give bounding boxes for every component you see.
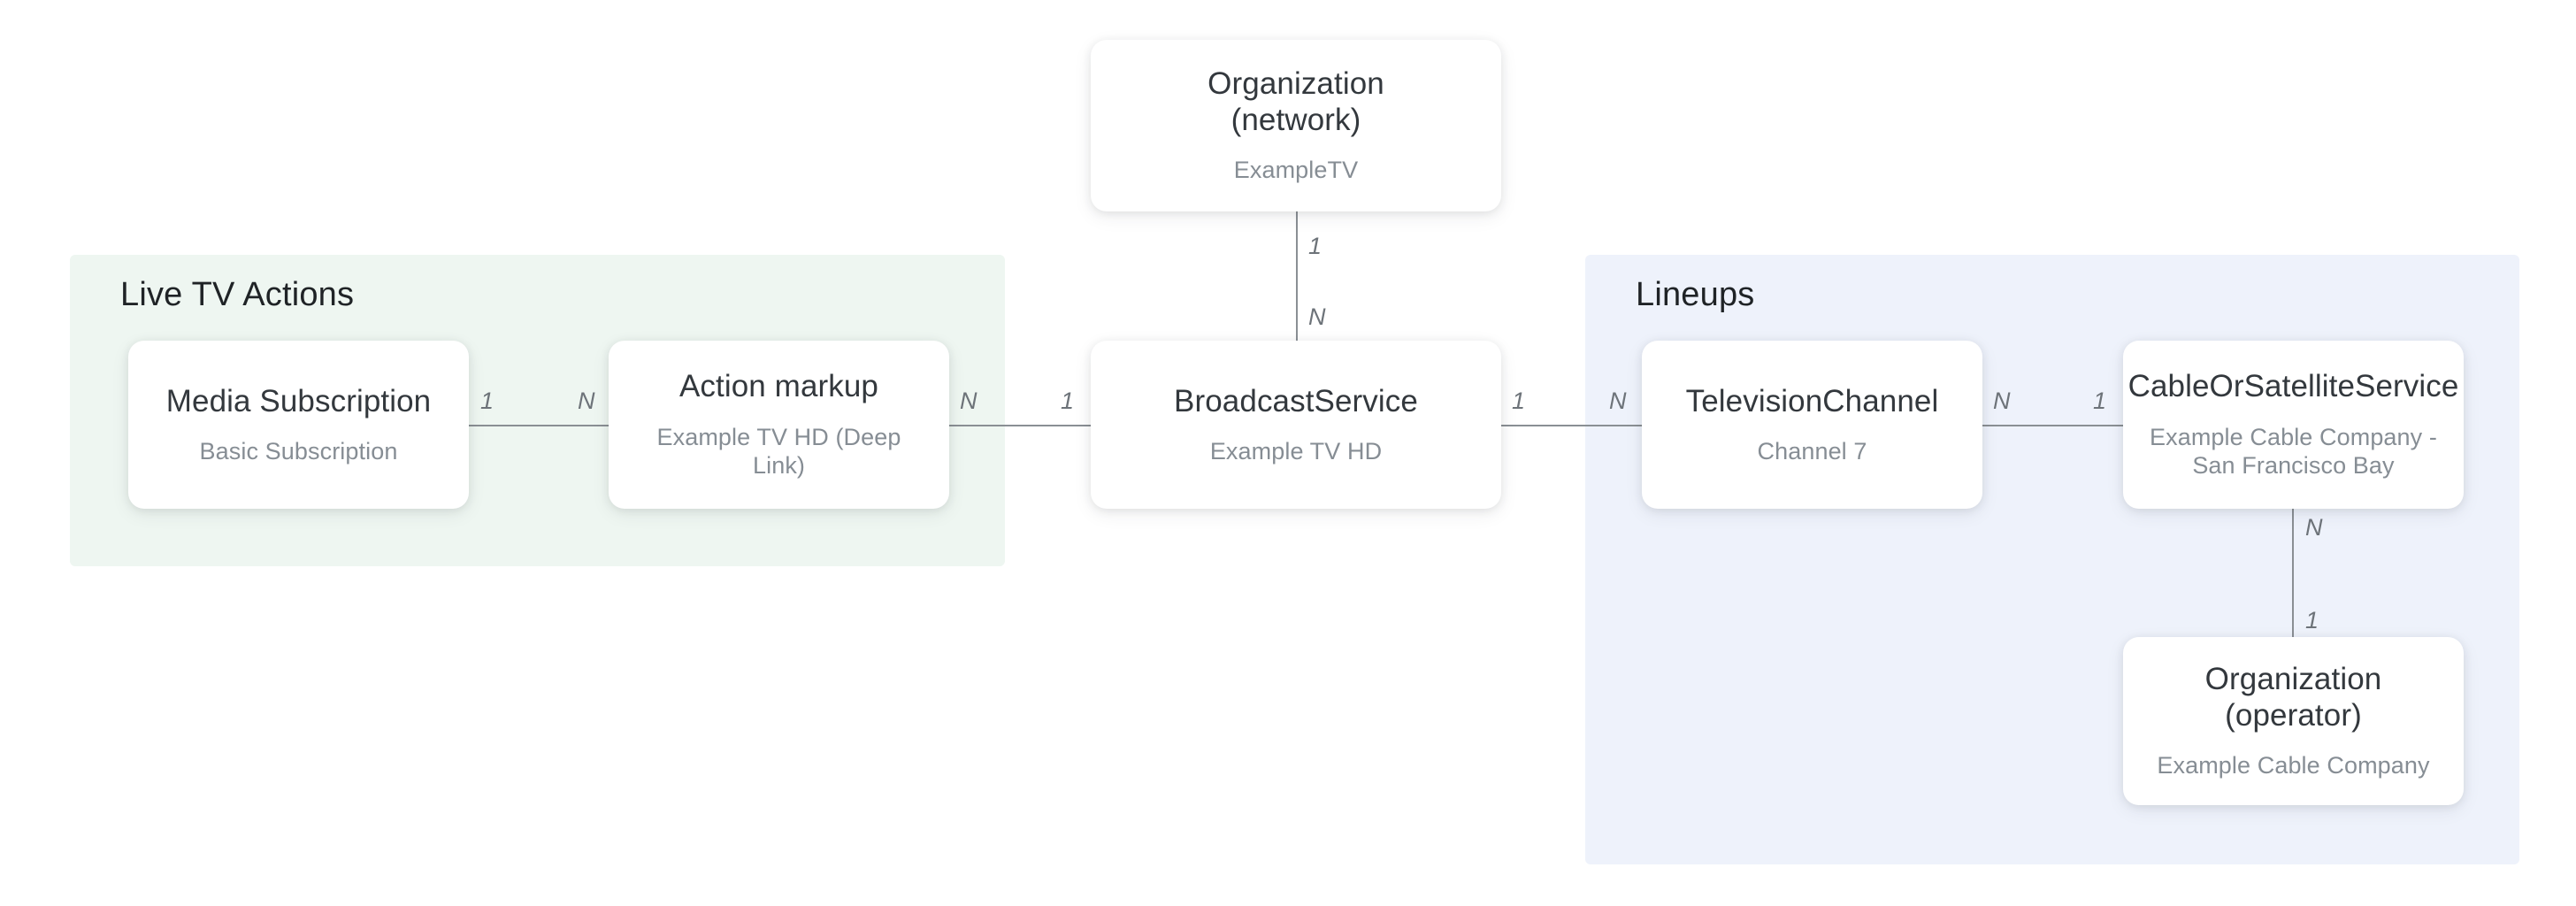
multiplicity-broadcast-service-to-television-channel-to: N [1609,388,1627,414]
node-subtitle-line-2: San Francisco Bay [2192,452,2395,480]
edge-line-television-channel-to-cable-or-satellite-service [1981,425,2125,426]
node-title-line-1: Organization [1208,66,1384,102]
multiplicity-organization-network-to-broadcast-service-to: N [1308,303,1326,330]
group-title-live-tv-actions: Live TV Actions [120,276,355,313]
node-title-organization-operator: Organization (operator) [2204,662,2382,733]
node-card-action-markup[interactable]: Action markup Example TV HD (Deep Link) [609,341,949,509]
multiplicity-action-markup-to-broadcast-service-from: N [960,388,978,414]
node-title-cable-or-satellite-service: CableOrSatelliteService [2128,369,2459,404]
node-card-media-subscription[interactable]: Media Subscription Basic Subscription [128,341,469,509]
multiplicity-broadcast-service-to-television-channel-from: 1 [1512,388,1526,414]
multiplicity-organization-network-to-broadcast-service-from: 1 [1308,233,1322,259]
group-title-lineups: Lineups [1636,276,1755,313]
multiplicity-media-subscription-to-action-markup-from: 1 [480,388,494,414]
node-subtitle-action-markup: Example TV HD (Deep Link) [656,423,901,480]
multiplicity-television-channel-to-cable-or-satellite-service-from: N [1993,388,2011,414]
node-title-television-channel: TelevisionChannel [1685,383,1939,418]
node-subtitle-organization-operator: Example Cable Company [2157,752,2430,779]
node-title-line-2: (network) [1230,102,1361,137]
multiplicity-cable-or-satellite-service-to-organization-operator-to: 1 [2305,607,2319,633]
node-subtitle-organization-network: ExampleTV [1233,157,1359,184]
node-title-organization-network: Organization (network) [1208,66,1384,138]
node-subtitle-broadcast-service: Example TV HD [1209,438,1383,465]
multiplicity-action-markup-to-broadcast-service-to: 1 [1061,388,1075,414]
edge-line-organization-network-to-broadcast-service [1296,211,1298,341]
node-subtitle-cable-or-satellite-service: Example Cable Company - San Francisco Ba… [2150,423,2437,480]
edge-line-broadcast-service-to-television-channel [1499,425,1644,426]
edge-line-cable-or-satellite-service-to-organization-operator [2292,509,2294,638]
node-title-action-markup: Action markup [678,369,878,404]
node-card-broadcast-service[interactable]: BroadcastService Example TV HD [1091,341,1501,509]
edge-line-media-subscription-to-action-markup [467,425,610,426]
node-card-organization-operator[interactable]: Organization (operator) Example Cable Co… [2123,637,2464,805]
node-card-cable-or-satellite-service[interactable]: CableOrSatelliteService Example Cable Co… [2123,341,2464,509]
multiplicity-media-subscription-to-action-markup-to: N [578,388,595,414]
node-card-television-channel[interactable]: TelevisionChannel Channel 7 [1642,341,1982,509]
node-subtitle-television-channel: Channel 7 [1757,438,1867,465]
node-subtitle-media-subscription: Basic Subscription [199,438,398,465]
node-title-broadcast-service: BroadcastService [1174,383,1418,418]
node-title-media-subscription: Media Subscription [165,383,432,418]
edge-line-action-markup-to-broadcast-service [947,425,1092,426]
multiplicity-cable-or-satellite-service-to-organization-operator-from: N [2305,514,2323,541]
node-subtitle-line-1: Example Cable Company - [2150,423,2437,450]
node-card-organization-network[interactable]: Organization (network) ExampleTV [1091,40,1501,211]
multiplicity-television-channel-to-cable-or-satellite-service-to: 1 [2093,388,2107,414]
